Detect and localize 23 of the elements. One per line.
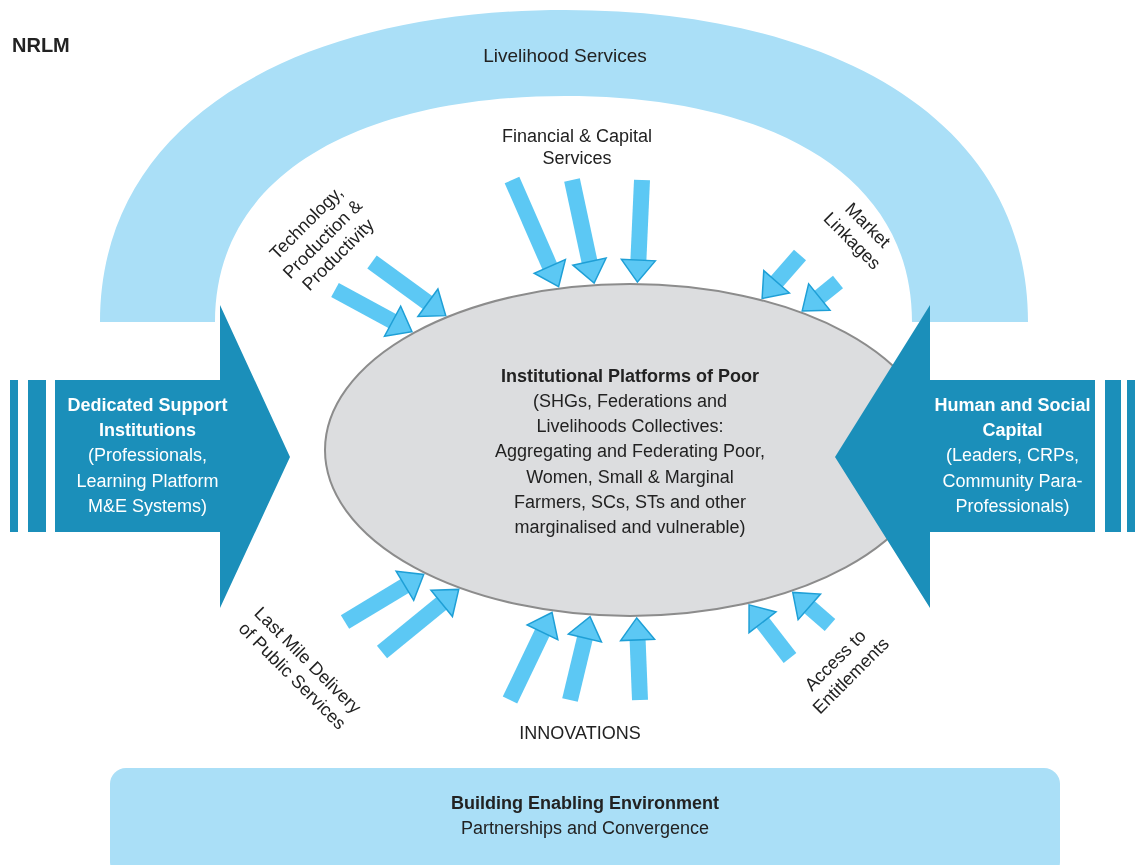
block-arrow [801,275,844,312]
arrow-label: INNOVATIONS [480,718,680,748]
block-arrow [340,570,425,629]
body-text: Partnerships and Convergence [460,817,710,840]
block-arrow [620,179,657,283]
block-arrow [619,617,656,701]
block-arrow [367,255,447,318]
block-arrow [761,249,807,300]
block-arrow [748,604,797,663]
body-text: (SHGs, Federations and Livelihoods Collectives: Aggregating and Federating Poor, Women, Small & Marginal Farmers, SCs, STs and other marginalised and vulnerable) [493,390,767,539]
band-label: Livelihood Services [483,43,647,68]
block-arrow [504,176,567,288]
heading-text: Institutional Platforms of Poor [501,364,759,388]
block-arrow [792,591,836,632]
diagram-title: NRLM [12,34,70,57]
block-arrow [564,178,607,284]
block-arrow [331,282,413,337]
rounded-band [110,768,1060,865]
block-arrow [502,611,559,704]
heading-text: Building Enabling Environment [451,791,719,815]
block-arrow [562,615,603,702]
arrow-label: Financial & Capital Services [467,118,687,176]
block-arrow [376,588,460,659]
